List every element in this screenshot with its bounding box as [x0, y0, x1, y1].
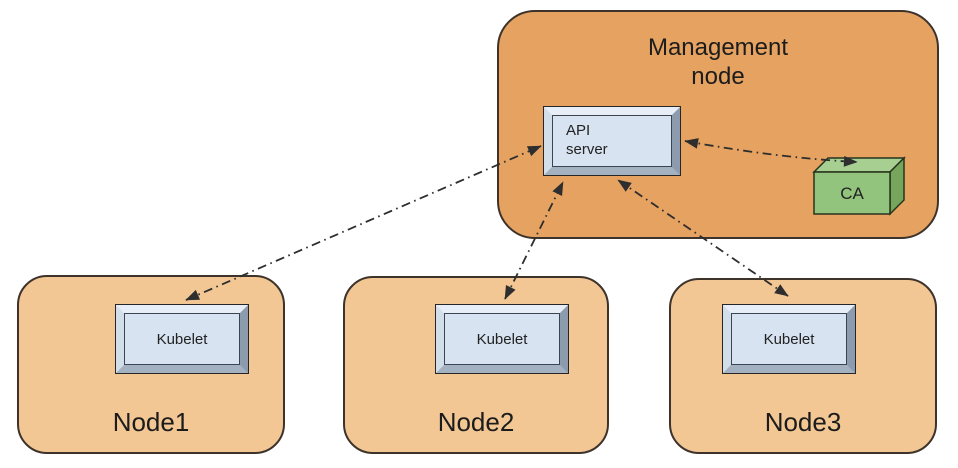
kubelet-box-node1: Kubelet: [115, 304, 249, 374]
management-node-title-line1: Management: [647, 34, 789, 61]
management-node-title: Management node: [499, 34, 937, 92]
kubelet-label-node1: Kubelet: [124, 313, 240, 365]
kubelet-bevel-node3: Kubelet: [723, 305, 855, 373]
kubelet-bevel-node2: Kubelet: [436, 305, 568, 373]
node2-title: Node2: [437, 407, 515, 437]
node2-box: Kubelet Node2: [343, 276, 609, 454]
kubelet-label-node3: Kubelet: [731, 313, 847, 365]
node1-title: Node1: [112, 407, 190, 437]
node1-box: Kubelet Node1: [17, 275, 285, 454]
node3-title: Node3: [764, 407, 842, 437]
kubelet-box-node3: Kubelet: [722, 304, 856, 374]
management-node-title-line2: node: [691, 62, 745, 90]
kubelet-box-node2: Kubelet: [435, 304, 569, 374]
kubelet-label-node2: Kubelet: [444, 313, 560, 365]
kubelet-bevel-node1: Kubelet: [116, 305, 248, 373]
node3-box: Kubelet Node3: [669, 278, 937, 454]
